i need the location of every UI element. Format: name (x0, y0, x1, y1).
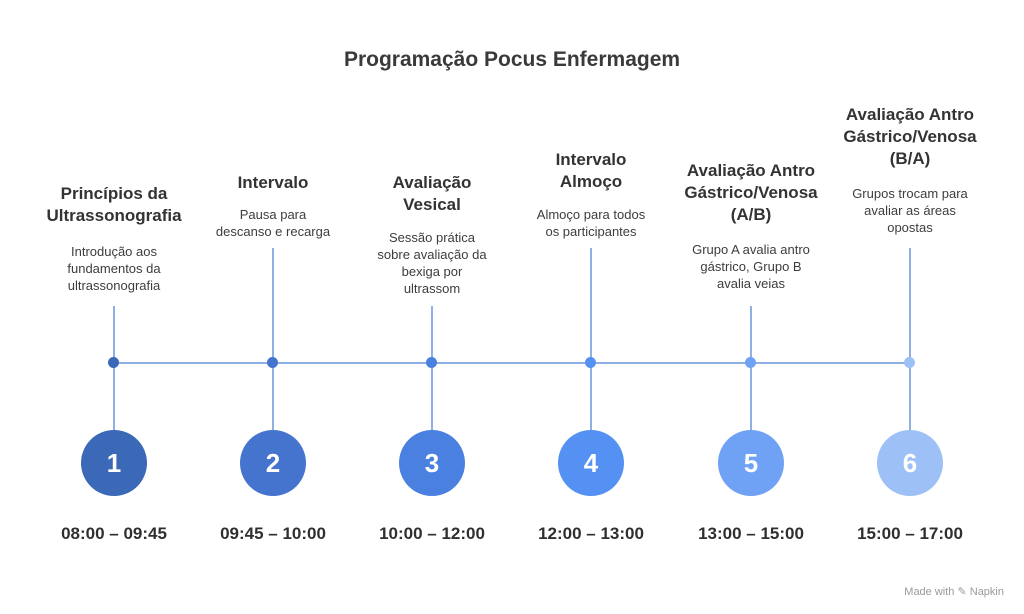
step-heading: Princípios da Ultrassonografia (46, 184, 182, 225)
timeline-dot (745, 357, 756, 368)
timeline-step-2: Intervalo Pausa para descanso e recarga … (193, 0, 353, 614)
napkin-credit: Made with ✎ Napkin (904, 586, 1004, 598)
step-number-badge: 5 (718, 430, 784, 496)
timeline-dot (426, 357, 437, 368)
step-number-badge: 6 (877, 430, 943, 496)
step-time: 12:00 – 13:00 (538, 524, 644, 543)
diagram-title: Programação Pocus Enfermagem (343, 48, 681, 71)
timeline-step-1: Princípios da Ultrassonografia Introduçã… (34, 0, 194, 614)
step-description: Pausa para descanso e recarga (215, 207, 331, 239)
timeline-dot (108, 357, 119, 368)
step-connector (272, 248, 274, 430)
timeline-step-3: Avaliação Vesical Sessão prática sobre a… (352, 0, 512, 614)
timeline-dot (904, 357, 915, 368)
step-time: 09:45 – 10:00 (220, 524, 326, 543)
step-time: 10:00 – 12:00 (379, 524, 485, 543)
step-time: 08:00 – 09:45 (61, 524, 167, 543)
step-time: 13:00 – 15:00 (698, 524, 804, 543)
step-heading: Avaliação Antro Gástrico/Venosa (A/B) (684, 161, 818, 224)
timeline-axis (114, 362, 910, 364)
step-number-badge: 1 (81, 430, 147, 496)
step-description: Introdução aos fundamentos da ultrassono… (67, 244, 161, 293)
step-description: Almoço para todos os participantes (536, 207, 646, 239)
step-number-badge: 3 (399, 430, 465, 496)
step-description: Sessão prática sobre avaliação da bexiga… (377, 230, 487, 296)
step-heading: Avaliação Antro Gástrico/Venosa (B/A) (843, 105, 977, 168)
timeline-step-6: Avaliação Antro Gástrico/Venosa (B/A) Gr… (830, 0, 990, 614)
step-connector (590, 248, 592, 430)
timeline-dot (585, 357, 596, 368)
timeline-dot (267, 357, 278, 368)
step-description: Grupos trocam para avaliar as áreas opos… (852, 186, 968, 235)
step-number-badge: 2 (240, 430, 306, 496)
step-connector (750, 306, 752, 430)
step-number-badge: 4 (558, 430, 624, 496)
timeline-step-4: Intervalo Almoço Almoço para todos os pa… (511, 0, 671, 614)
step-description: Grupo A avalia antro gástrico, Grupo B a… (692, 242, 810, 291)
timeline-step-5: Avaliação Antro Gástrico/Venosa (A/B) Gr… (671, 0, 831, 614)
step-time: 15:00 – 17:00 (857, 524, 963, 543)
step-heading: Avaliação Vesical (392, 173, 472, 214)
step-heading: Intervalo Almoço (555, 150, 627, 191)
step-connector (113, 306, 115, 430)
step-connector (909, 248, 911, 430)
step-heading: Intervalo (237, 173, 309, 192)
step-connector (431, 306, 433, 430)
